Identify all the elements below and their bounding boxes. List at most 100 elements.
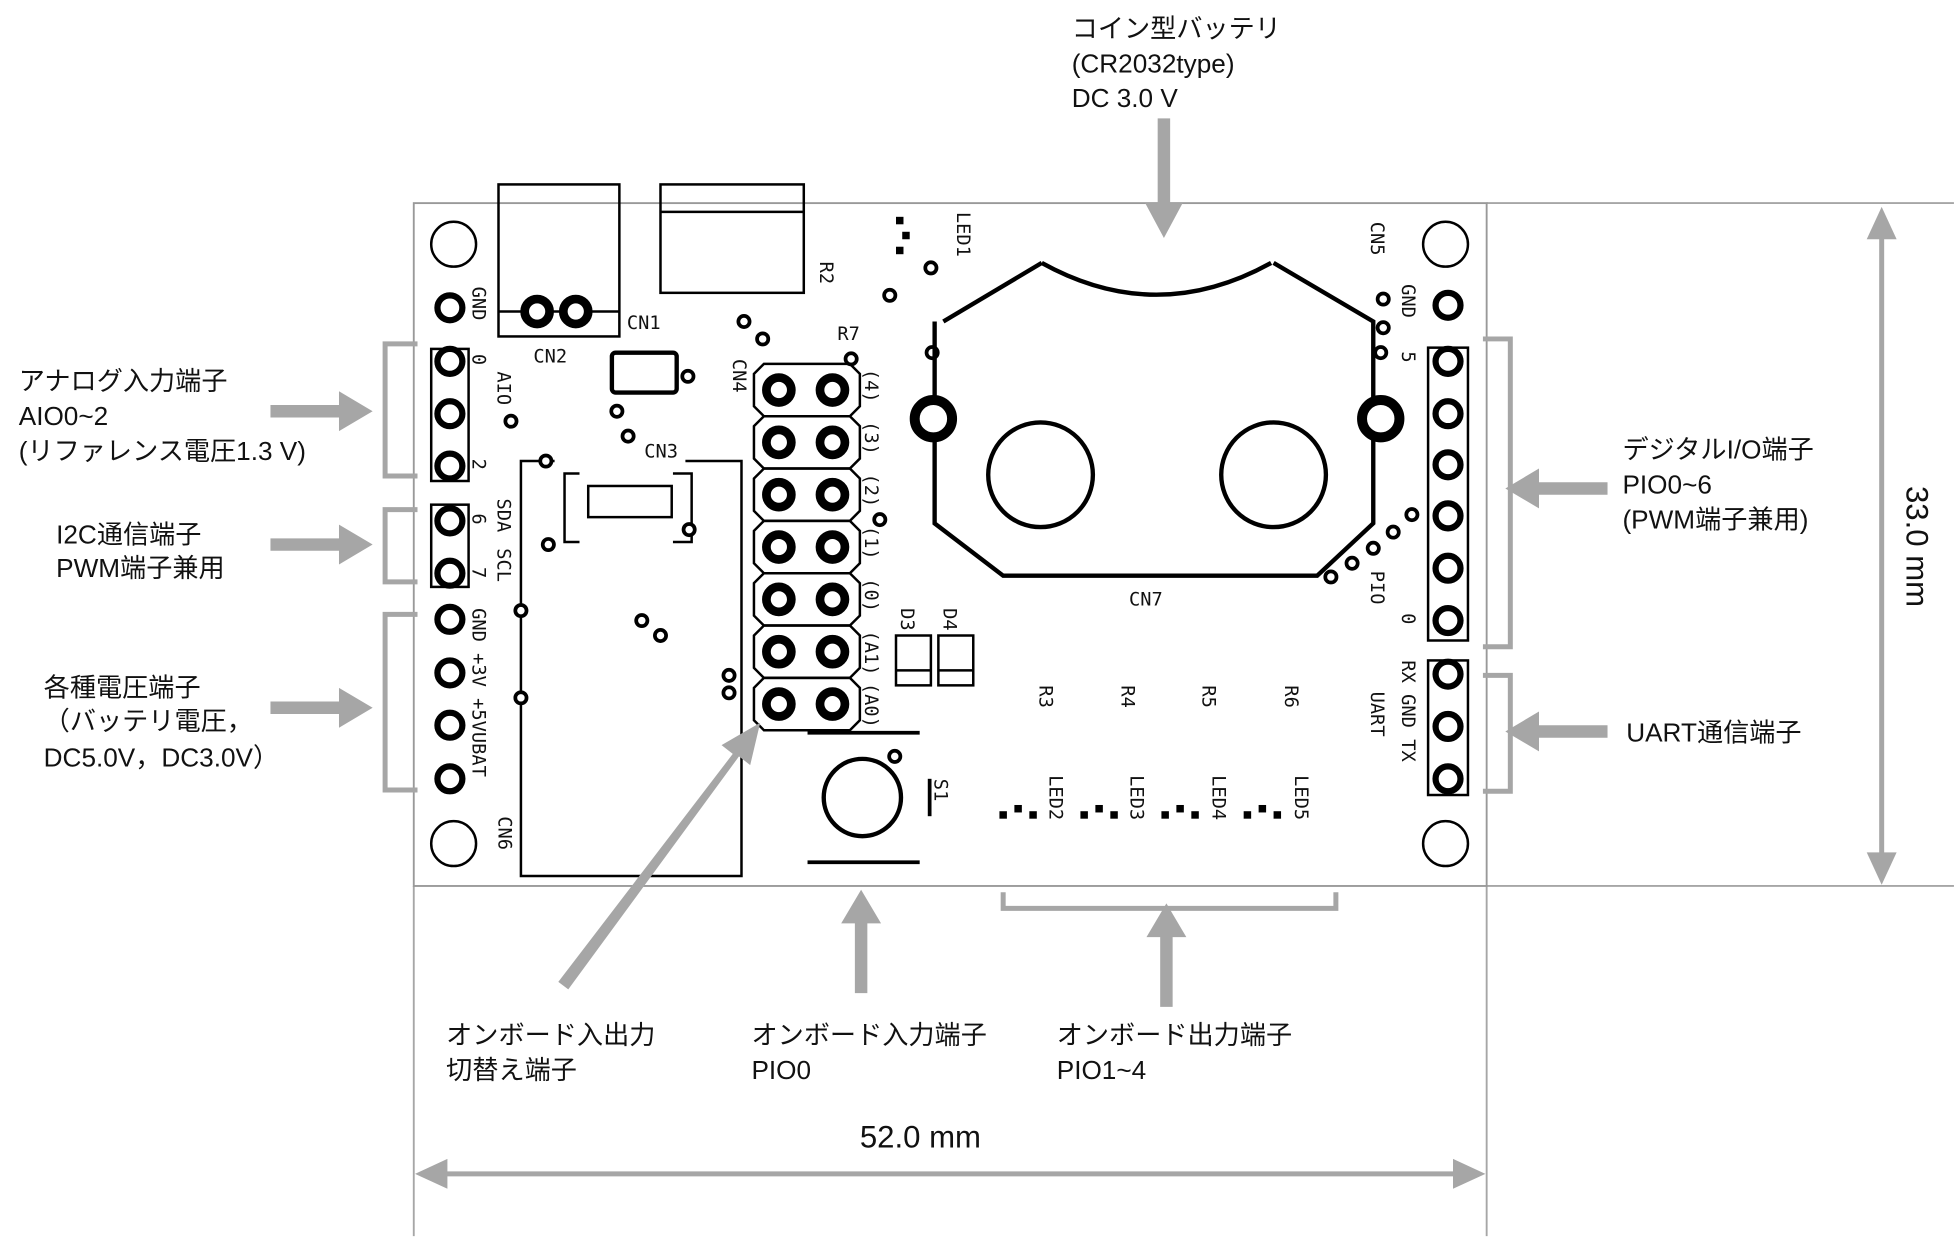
output-pins: PIO1~4 [1057, 1055, 1146, 1085]
mounting-holes [429, 220, 1470, 868]
cn4-row: (4) [752, 362, 881, 418]
silk-gnd-right: GND [1397, 284, 1418, 318]
r2-resistor [659, 183, 806, 295]
cn4-pad [815, 634, 850, 669]
via [1385, 524, 1401, 540]
silk-cn2: CN2 [533, 347, 567, 368]
led-footprints [896, 216, 1282, 819]
via [755, 331, 771, 347]
via [923, 260, 939, 276]
cn4-pad [762, 687, 796, 721]
i2c-pwm: PWM端子兼用 [56, 553, 225, 583]
battery-voltage: DC 3.0 V [1072, 83, 1179, 113]
digital-label: デジタルI/O端子 [1622, 435, 1813, 465]
arrow-i2c [270, 524, 373, 565]
via [736, 314, 752, 329]
cn4-pad [815, 373, 850, 407]
cn4-row: (1) [752, 519, 881, 575]
silk-led2: LED2 [1044, 775, 1065, 820]
silk-cn3: CN3 [644, 441, 678, 462]
arrow-output [1146, 903, 1187, 1007]
switch-label-2: 切替え端子 [446, 1055, 577, 1085]
battery-title: コイン型バッテリ [1072, 13, 1281, 43]
silk-led5: LED5 [1290, 775, 1311, 820]
via [609, 403, 625, 419]
silk-r5: R5 [1198, 685, 1219, 708]
dimension-lines [412, 202, 1954, 1237]
width-label: 52.0 mm [860, 1120, 981, 1155]
via [882, 287, 898, 303]
cn4-pin-label: (1) [860, 526, 881, 560]
arrow-analog [270, 391, 373, 432]
via [1365, 540, 1381, 556]
via [1344, 555, 1360, 571]
right-silk-labels: CN5 GND 5 PIO 0 RX GND TX UART [1366, 222, 1418, 763]
silk-s1: S1 [930, 779, 951, 802]
annotations: コイン型バッテリ (CR2032type) DC 3.0 V アナログ入力端子 … [19, 13, 1814, 1085]
silk-d3: D3 [896, 608, 917, 631]
annotation-arrows [270, 118, 1608, 1007]
silk-uart-pins: RX GND TX [1397, 660, 1418, 762]
via [653, 628, 668, 643]
power-voltages: DC5.0V，DC3.0V） [44, 742, 279, 772]
arrow-digital [1505, 468, 1608, 509]
silk-r3: R3 [1034, 685, 1055, 708]
right-header-pins [1426, 289, 1470, 797]
left-header-pins [429, 292, 470, 795]
silk-gnd-left: GND [467, 287, 488, 321]
arrow-power [270, 687, 373, 728]
silk-uart: UART [1366, 692, 1387, 737]
battery-holder-cn7 [909, 261, 1405, 578]
input-pin: PIO0 [751, 1055, 811, 1085]
cn2-connector [497, 183, 621, 338]
silk-led4: LED4 [1208, 775, 1229, 820]
led-footprint [1161, 804, 1199, 819]
via [634, 613, 650, 629]
cn4-pin-label: (A0) [860, 683, 881, 728]
via [513, 603, 529, 619]
cn4-pad [815, 530, 850, 564]
cn4-header: (4)(3)(2)(1)(0)(A1)(A0) [752, 362, 881, 732]
cn4-pad [762, 634, 796, 669]
arrow-battery [1145, 118, 1183, 239]
silk-r2: R2 [815, 262, 836, 285]
battery-type: (CR2032type) [1072, 48, 1235, 78]
silk-cn4: CN4 [728, 359, 749, 393]
cn4-pad [762, 530, 796, 564]
led-footprint [1243, 804, 1282, 819]
cn4-pad [815, 477, 850, 512]
led-footprint [896, 216, 910, 255]
silk-d4: D4 [938, 608, 959, 631]
cn4-row: (A0) [752, 676, 881, 732]
cn4-row: (2) [752, 467, 881, 523]
output-label: オンボード出力端子 [1057, 1020, 1292, 1050]
via [1373, 345, 1389, 361]
cn4-pad [762, 582, 796, 617]
silk-aio2: 2 [467, 459, 488, 470]
silk-cn7: CN7 [1129, 590, 1163, 611]
cn4-pad [762, 477, 796, 512]
cn4-pad [815, 425, 850, 460]
cn4-pin-label: (2) [860, 474, 881, 508]
silk-pio0: 0 [1397, 613, 1418, 624]
silk-scl: SCL [492, 548, 513, 582]
silk-r6: R6 [1280, 685, 1301, 708]
cn4-pin-label: (4) [860, 369, 881, 403]
arrow-uart [1505, 711, 1608, 752]
silk-pio5: 5 [1397, 351, 1418, 362]
diodes [894, 634, 975, 687]
led-footprint [1080, 804, 1118, 819]
silk-p6: 6 [467, 513, 488, 524]
analog-label: アナログ入力端子 [19, 366, 228, 396]
crystal [609, 350, 679, 395]
via [513, 690, 529, 706]
via [681, 522, 697, 538]
silk-cn1: CN1 [627, 313, 661, 334]
cn4-pin-label: (3) [860, 421, 881, 455]
via [843, 351, 859, 367]
cn4-pad [762, 373, 796, 407]
via [887, 748, 903, 764]
height-label: 33.0 mm [1900, 486, 1935, 607]
cn4-pad [815, 582, 850, 617]
